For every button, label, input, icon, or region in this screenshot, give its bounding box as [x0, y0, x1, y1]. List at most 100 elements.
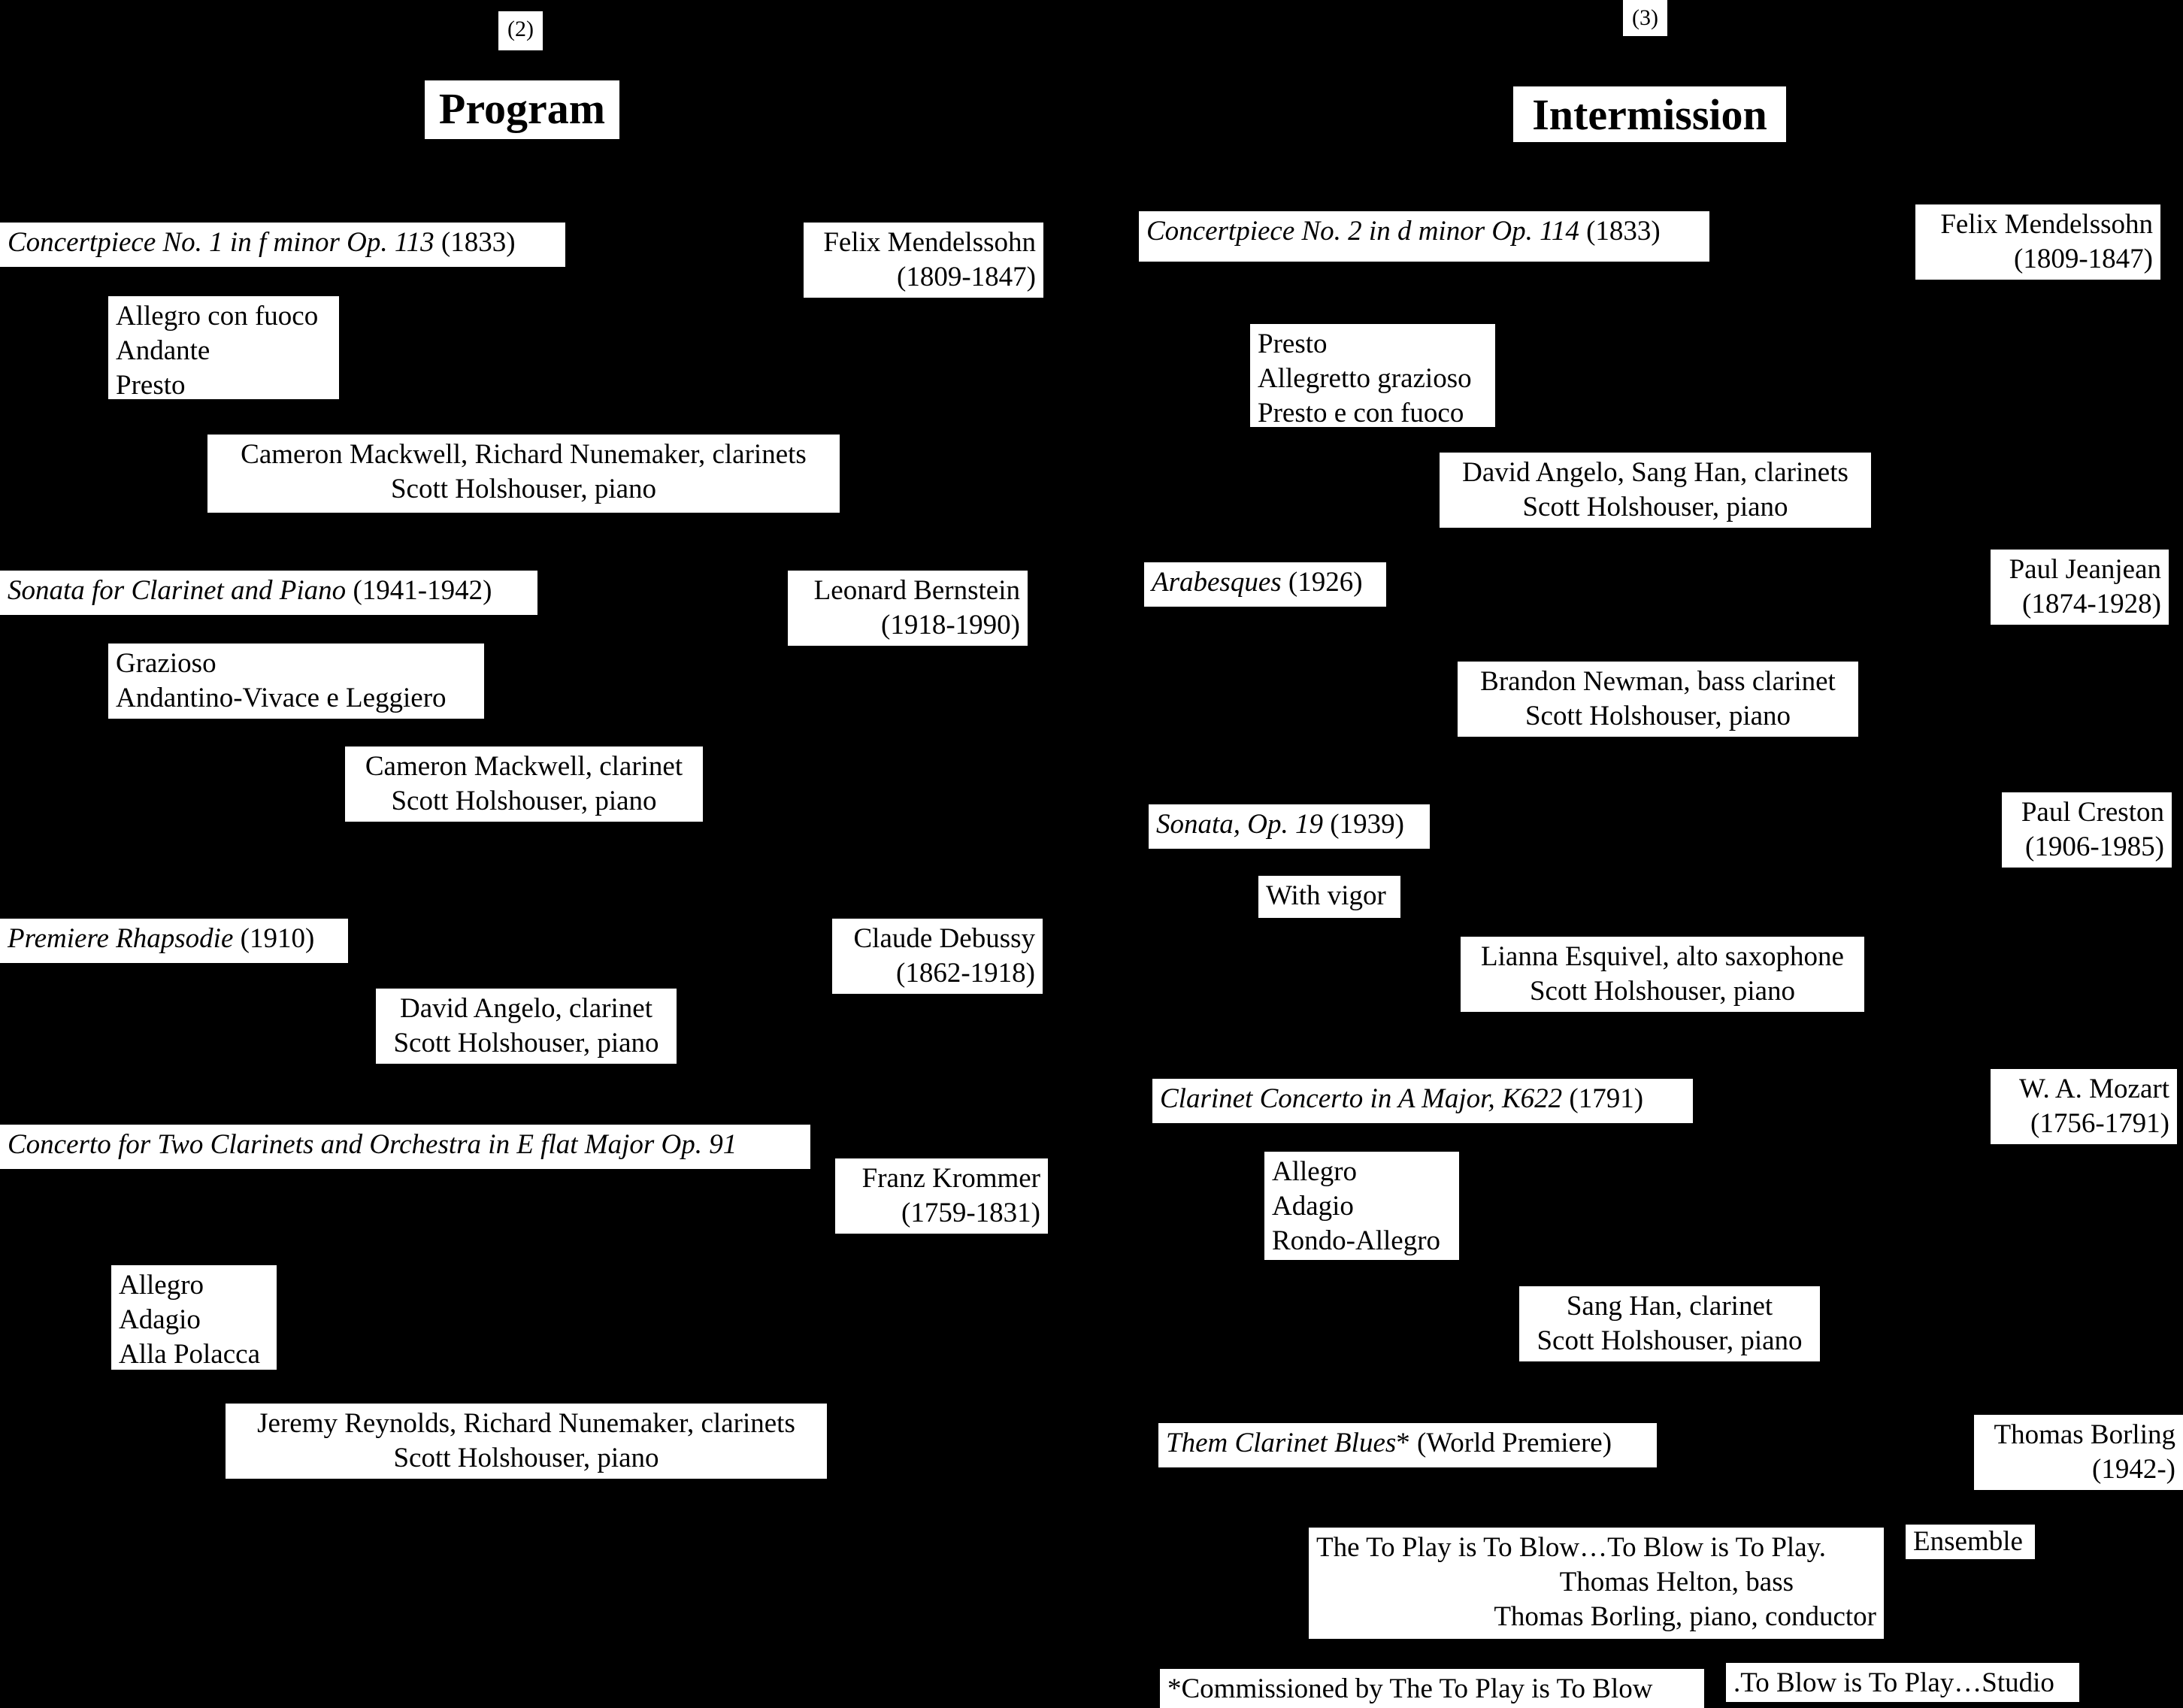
title: Sonata, Op. 19: [1156, 809, 1323, 840]
composer-dates: (1874-1928): [2022, 589, 2161, 619]
composer: Paul Jeanjean (1874-1928): [1991, 550, 2169, 625]
performer: Jeremy Reynolds, Richard Nunemaker, clar…: [257, 1408, 795, 1439]
piece-title: Them Clarinet Blues* (World Premiere): [1158, 1423, 1657, 1467]
performer: Scott Holshouser, piano: [393, 1028, 659, 1058]
title: Arabesques: [1152, 567, 1282, 598]
movement: Rondo-Allegro: [1272, 1225, 1441, 1256]
year: (1833): [434, 227, 516, 258]
performers: Jeremy Reynolds, Richard Nunemaker, clar…: [226, 1404, 827, 1479]
composer: Franz Krommer (1759-1831): [835, 1158, 1048, 1234]
piece-title: Concerto for Two Clarinets and Orchestra…: [0, 1125, 810, 1169]
performer: Brandon Newman, bass clarinet: [1480, 666, 1836, 697]
movement: Allegro: [119, 1270, 204, 1301]
piece-title: Concertpiece No. 2 in d minor Op. 114 (1…: [1139, 211, 1709, 262]
composer: Felix Mendelssohn (1809-1847): [804, 223, 1043, 298]
year: (1910): [233, 923, 315, 954]
performer: Cameron Mackwell, clarinet: [365, 751, 683, 782]
composer-dates: (1862-1918): [896, 958, 1035, 989]
performer: Cameron Mackwell, Richard Nunemaker, cla…: [241, 439, 807, 470]
piece-title: Premiere Rhapsodie (1910): [0, 919, 348, 963]
performer: David Angelo, Sang Han, clarinets: [1462, 457, 1848, 488]
composer-dates: (1756-1791): [2030, 1108, 2169, 1139]
movement: Presto: [116, 370, 186, 401]
movement: Allegretto grazioso: [1258, 363, 1472, 394]
year: (1926): [1281, 567, 1363, 598]
year: * (World Premiere): [1396, 1428, 1612, 1458]
movement: Andantino-Vivace e Leggiero: [116, 683, 447, 713]
composer-dates: (1942-): [2092, 1454, 2175, 1485]
composer-name: Paul Jeanjean: [2009, 554, 2161, 585]
movement: Presto e con fuoco: [1258, 398, 1464, 429]
composer-dates: (1918-1990): [881, 610, 1020, 640]
performer: The To Play is To Blow…To Blow is To Pla…: [1316, 1532, 1826, 1563]
movement: Adagio: [1272, 1191, 1354, 1222]
performer: Scott Holshouser, piano: [1529, 976, 1796, 1007]
movement: Alla Polacca: [119, 1339, 260, 1370]
composer-name: Leonard Bernstein: [813, 575, 1020, 606]
movement: Andante: [116, 335, 210, 366]
performers: The To Play is To Blow…To Blow is To Pla…: [1309, 1528, 1884, 1639]
movement: Allegro: [1272, 1156, 1358, 1187]
composer-dates: (1759-1831): [901, 1198, 1040, 1228]
performer: Scott Holshouser, piano: [390, 474, 657, 504]
movements: With vigor: [1258, 876, 1400, 918]
composer: Leonard Bernstein (1918-1990): [788, 571, 1028, 646]
performer: Scott Holshouser, piano: [1522, 492, 1788, 522]
performer: Scott Holshouser, piano: [393, 1443, 659, 1473]
title: Clarinet Concerto in A Major, K622: [1160, 1083, 1563, 1114]
movement: Adagio: [119, 1304, 201, 1335]
piece-title: Concertpiece No. 1 in f minor Op. 113 (1…: [0, 223, 565, 267]
composer-name: Felix Mendelssohn: [823, 227, 1036, 258]
composer: Thomas Borling (1942-): [1974, 1415, 2183, 1490]
footnote-continuation: .To Blow is To Play…Studio: [1726, 1663, 2079, 1702]
performer: David Angelo, clarinet: [400, 993, 652, 1024]
page-number: (3): [1623, 0, 1667, 36]
composer: Felix Mendelssohn (1809-1847): [1915, 204, 2160, 280]
movement: Grazioso: [116, 648, 216, 679]
performer: Scott Holshouser, piano: [1524, 701, 1791, 731]
title: Sonata for Clarinet and Piano: [8, 575, 347, 606]
year: (1941-1942): [346, 575, 492, 606]
title: Concertpiece No. 2 in d minor Op. 114: [1146, 216, 1579, 247]
page-heading: Program: [425, 80, 619, 139]
composer-name: Franz Krommer: [861, 1163, 1040, 1194]
performers: Cameron Mackwell, Richard Nunemaker, cla…: [207, 435, 840, 513]
composer: Paul Creston(1906-1985): [2002, 792, 2172, 868]
title: Premiere Rhapsodie: [8, 923, 234, 954]
performer: Lianna Esquivel, alto saxophone: [1481, 941, 1844, 972]
performer: Scott Holshouser, piano: [1537, 1325, 1803, 1356]
page-number: (2): [498, 11, 543, 50]
footnote: *Commissioned by The To Play is To Blow: [1160, 1669, 1704, 1708]
performer: Scott Holshouser, piano: [391, 786, 657, 816]
composer-dates: (1809-1847): [897, 262, 1036, 292]
composer-name: Paul Creston: [2021, 797, 2164, 828]
piece-title: Sonata, Op. 19 (1939): [1149, 804, 1430, 849]
performer: Thomas Borling, piano, conductor: [1494, 1601, 1876, 1632]
composer-name: Felix Mendelssohn: [1940, 209, 2153, 240]
title: Them Clarinet Blues: [1166, 1428, 1397, 1458]
composer-dates: (1906-1985): [2025, 831, 2164, 862]
composer-dates: (1809-1847): [2014, 244, 2153, 274]
year: (1939): [1323, 809, 1404, 840]
piece-title: Arabesques (1926): [1144, 562, 1386, 607]
title: Concerto for Two Clarinets and Orchestra…: [8, 1129, 737, 1160]
composer-name: Claude Debussy: [853, 923, 1036, 954]
composer: W. A. Mozart (1756-1791): [1991, 1069, 2177, 1144]
composer: Claude Debussy (1862-1918): [832, 919, 1043, 994]
title: Concertpiece No. 1 in f minor Op. 113: [8, 227, 434, 258]
composer-name: W. A. Mozart: [2018, 1074, 2169, 1104]
piece-title: Clarinet Concerto in A Major, K622 (1791…: [1152, 1079, 1693, 1123]
page-heading: Intermission: [1513, 86, 1786, 142]
movement: Presto: [1258, 329, 1328, 359]
composer-name: Thomas Borling: [1994, 1419, 2175, 1450]
movement: With vigor: [1266, 880, 1386, 911]
